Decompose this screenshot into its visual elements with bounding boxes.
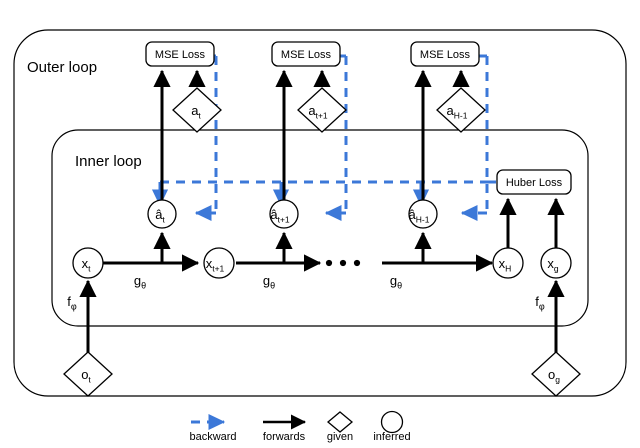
given-action-a-h1-base: a (447, 103, 455, 118)
legend-inferred-marker (380, 410, 404, 434)
svg-text:xt: xt (82, 256, 92, 274)
state-x-t: xt (72, 247, 104, 279)
inferred-action-ahat-t1: ât+1 (269, 199, 299, 229)
state-x-t-sub: t (88, 264, 91, 274)
inferred-action-ahat-h1-base: â (409, 207, 417, 222)
transition-label-1: gθ (134, 273, 146, 291)
inferred-action-ahat-t: ât (147, 199, 177, 229)
svg-text:ot: ot (81, 367, 91, 385)
legend-item-backward: backward (189, 413, 237, 443)
legend-inferred-label: inferred (373, 431, 410, 443)
loss-huber-label: Huber Loss (506, 177, 563, 189)
inferred-action-ahat-t-sub: t (162, 215, 165, 225)
observation-o-t-sub: t (88, 375, 91, 385)
legend-given-marker (326, 411, 354, 433)
loss-huber: Huber Loss (496, 169, 572, 195)
outer-loop-label: Outer loop (27, 59, 97, 76)
inferred-action-ahat-h1-sub: H-1 (416, 215, 430, 225)
state-x-g-base: x (547, 256, 554, 271)
loss-mse-2-label: MSE Loss (281, 49, 332, 61)
inferred-action-ahat-t-base: â (155, 207, 163, 222)
state-x-t1-base: x (206, 256, 213, 271)
outer-loop-container: Outer loop (13, 29, 627, 397)
state-x-t1-sub: t+1 (212, 264, 224, 274)
ellipsis-dots (325, 259, 361, 267)
svg-text:og: og (548, 367, 560, 385)
given-action-a-t: at (172, 87, 222, 133)
state-chain: xt xt+1 xH xg (72, 231, 572, 291)
svg-text:at: at (191, 103, 201, 121)
legend-item-inferred: inferred (373, 410, 411, 443)
legend-backward-label: backward (189, 431, 236, 443)
state-x-t1: xt+1 (203, 247, 235, 279)
loss-mse-2: MSE Loss (271, 41, 341, 67)
encoder-group: fφ fφ ot og (63, 279, 581, 397)
legend-forwards-label: forwards (263, 431, 306, 443)
given-action-a-h1-sub: H-1 (454, 111, 468, 121)
observation-o-g-base: o (548, 367, 555, 382)
svg-text:âH-1: âH-1 (409, 207, 430, 225)
legend: backward forwards given inferred (189, 410, 411, 443)
loss-mse-1: MSE Loss (145, 41, 215, 67)
legend-given-label: given (327, 431, 353, 443)
loss-mse-3-label: MSE Loss (420, 49, 471, 61)
inferred-action-ahat-t1-sub: t+1 (278, 215, 290, 225)
given-action-a-t-sub: t (198, 111, 201, 121)
given-action-a-h1: aH-1 (436, 87, 486, 133)
legend-item-forwards: forwards (263, 414, 307, 443)
transition-label-3: gθ (390, 273, 402, 291)
state-x-h: xH (492, 247, 524, 279)
given-action-a-t1-sub: t+1 (316, 111, 328, 121)
state-x-g: xg (540, 247, 572, 279)
loss-mse-1-label: MSE Loss (155, 49, 206, 61)
encoder-label-left: fφ (67, 294, 77, 312)
state-x-h-sub: H (505, 264, 511, 274)
legend-item-given: given (326, 411, 354, 443)
svg-text:ât+1: ât+1 (270, 207, 290, 225)
inferred-action-ahat-t1-base: â (270, 207, 278, 222)
state-x-g-sub: g (554, 264, 559, 274)
observation-o-t-base: o (81, 367, 88, 382)
svg-text:xg: xg (547, 256, 559, 274)
forward-into-losses (153, 69, 565, 248)
given-action-a-t1: at+1 (297, 87, 347, 133)
encoder-label-right: fφ (535, 294, 545, 312)
transition-label-2: gθ (263, 273, 275, 291)
inner-loop-label: Inner loop (75, 153, 142, 170)
svg-text:xH: xH (499, 256, 512, 274)
svg-text:xt+1: xt+1 (206, 256, 225, 274)
svg-text:aH-1: aH-1 (447, 103, 468, 121)
inferred-action-ahat-h1: âH-1 (408, 199, 438, 229)
observation-o-t: ot (63, 351, 113, 397)
given-action-a-t-base: a (191, 103, 199, 118)
svg-text:ât: ât (155, 207, 165, 225)
state-x-t-base: x (82, 256, 89, 271)
state-x-h-base: x (499, 256, 506, 271)
given-action-a-t1-base: a (308, 103, 316, 118)
observation-o-g-sub: g (555, 375, 560, 385)
observation-o-g: og (531, 351, 581, 397)
backward-path-group (151, 54, 498, 222)
loss-mse-3: MSE Loss (410, 41, 480, 67)
svg-text:at+1: at+1 (308, 103, 328, 121)
